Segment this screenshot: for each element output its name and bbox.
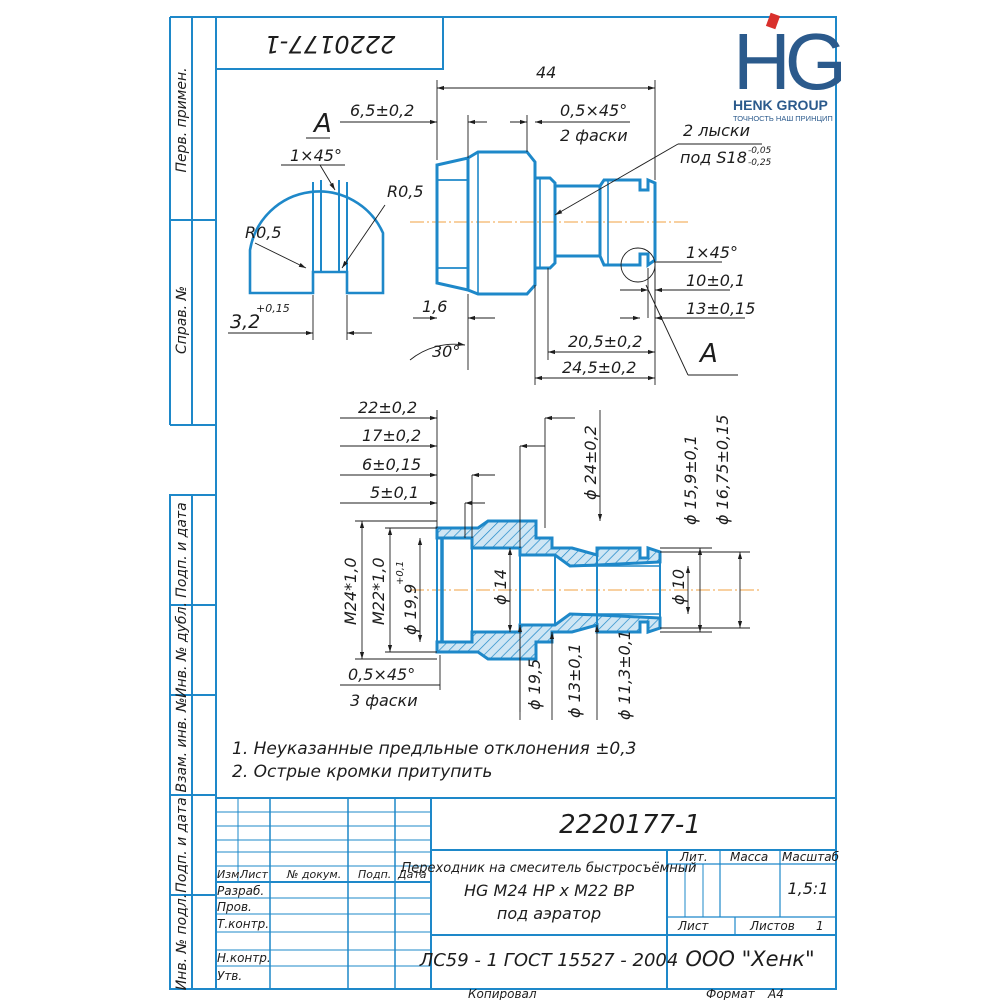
dim-13: 13±0,15 [686, 299, 755, 318]
sec-dim-5: 5±0,1 [370, 483, 419, 502]
side-label-perv-primen: Перв. примен. [174, 67, 190, 172]
dim-angle-30: 30° [432, 342, 460, 361]
dim-24-5: 24,5±0,2 [562, 358, 636, 377]
view-a-label: А [312, 109, 332, 139]
sec-dia-15-9: ϕ 15,9±0,1 [681, 435, 700, 525]
flats-size: под S18 [680, 148, 747, 167]
sec-dia-24: ϕ 24±0,2 [581, 425, 600, 500]
flats-tol-upper: -0,05 [748, 146, 772, 156]
tb-format-value: А4 [767, 987, 784, 1000]
tb-header-docnum: № докум. [286, 868, 341, 881]
dim-hex-len: 6,5±0,2 [350, 101, 414, 120]
tb-scale-label: Масштаб [782, 850, 840, 864]
tb-material: ЛС59 - 1 ГОСТ 15527 - 2004 [419, 950, 679, 971]
tb-header-list: Лист [239, 868, 268, 881]
side-label-inv-dubl: Инв. № дубл. [174, 602, 190, 698]
detail-view-a: А 1×45° R0,5 R0,5 3,2 +0,15 [228, 109, 424, 340]
tb-copied: Копировал [468, 987, 537, 1000]
logo-letters: HG [733, 17, 842, 106]
tb-header-podp: Подп. [358, 868, 391, 881]
tb-sheets-label: Листов [749, 919, 795, 933]
view-a-r-right: R0,5 [387, 182, 424, 201]
sec-chamfer-count: 3 фаски [350, 691, 418, 710]
flats-tol-lower: -0,25 [748, 158, 772, 168]
tb-name-line3: под аэратор [497, 904, 601, 923]
view-a-r-left: R0,5 [245, 223, 282, 242]
section-view: 22±0,2 17±0,2 6±0,15 5±0,1 ϕ 24±0,2 ϕ 15… [340, 398, 760, 720]
top-number-box: 2220177-1 [215, 16, 444, 70]
sec-dia-13: ϕ 13±0,1 [565, 643, 584, 718]
logo-slogan: ТОЧНОСТЬ НАШ ПРИНЦИП [733, 114, 833, 123]
view-a-width: 3,2 [230, 311, 260, 333]
tb-role-nkontr: Н.контр. [217, 951, 271, 965]
side-label-inv-podl: Инв. № подл. [174, 894, 190, 991]
dim-20-5: 20,5±0,2 [568, 332, 642, 351]
dim-chamfer-count: 2 фаски [560, 126, 628, 145]
flats-label: 2 лыски [683, 121, 750, 140]
tb-organization: ООО "Хенк" [685, 947, 814, 971]
dim-chamfer-1x45: 1×45° [686, 243, 738, 262]
sec-dia-10: ϕ 10 [669, 569, 688, 605]
dim-1-6: 1,6 [422, 297, 447, 316]
tb-scale-value: 1,5:1 [787, 879, 828, 898]
sec-m24: M24*1,0 [341, 557, 360, 625]
tb-mass-label: Масса [730, 850, 768, 864]
side-label-podp-data-2: Подп. и дата [174, 797, 190, 892]
view-a-width-tol: +0,15 [256, 302, 290, 315]
sec-dia-19-5: ϕ 19,5 [525, 659, 544, 710]
side-label-vzam-inv: Взам. инв. № [174, 697, 190, 792]
sec-dim-6: 6±0,15 [362, 455, 421, 474]
sec-dim-22: 22±0,2 [358, 398, 417, 417]
side-label-podp-data-1: Подп. и дата [174, 502, 190, 597]
sec-dia-14: ϕ 14 [491, 569, 510, 605]
side-view: 44 6,5±0,2 0,5×45° 2 фаски 2 лыски под S… [340, 63, 772, 385]
tb-sheets-value: 1 [816, 919, 824, 933]
tb-role-utv: Утв. [217, 969, 242, 983]
sec-chamfer: 0,5×45° [348, 665, 415, 684]
tb-drawing-number: 2220177-1 [559, 810, 701, 840]
tb-name-line1: Переходник на смеситель быстросъёмный [402, 861, 697, 876]
tb-name-line2: HG M24 HP x M22 BP [464, 881, 634, 900]
tb-lit-label: Лит. [679, 850, 708, 864]
tb-role-razrab: Разраб. [217, 884, 264, 898]
company-logo: HG HENK GROUP ТОЧНОСТЬ НАШ ПРИНЦИП [733, 12, 848, 123]
drawing-number-rotated: 2220177-1 [265, 30, 396, 58]
tb-header-date: Дата [397, 868, 427, 881]
dim-chamfer: 0,5×45° [560, 101, 627, 120]
logo-company: HENK GROUP [733, 97, 828, 113]
sec-m22: M22*1,0 [369, 557, 388, 625]
side-label-sprav: Справ. № [174, 286, 190, 354]
sec-dia-19-9: ϕ 19,9 [401, 584, 420, 635]
side-labels: Перв. примен. Справ. № Подп. и дата Инв.… [174, 67, 190, 990]
sec-dim-17: 17±0,2 [362, 426, 421, 445]
technical-notes: 1. Неуказанные предльные отклонения ±0,3… [232, 739, 636, 782]
tb-sheet-label: Лист [677, 919, 709, 933]
view-a-reference: А [698, 339, 718, 369]
tb-header-izm: Изм. [217, 868, 243, 881]
view-a-chamfer: 1×45° [290, 146, 342, 165]
tb-role-prov: Пров. [217, 900, 252, 914]
sec-dia-11-3: ϕ 11,3±0,1 [615, 630, 634, 720]
dim-10: 10±0,1 [686, 271, 745, 290]
sec-dia-16-75: ϕ 16,75±0,15 [713, 415, 732, 525]
tb-role-tkontr: Т.контр. [217, 917, 269, 931]
title-block: Изм. Лист № докум. Подп. Дата Разраб. Пр… [215, 797, 840, 1000]
note-1: 1. Неуказанные предльные отклонения ±0,3 [232, 739, 636, 759]
note-2: 2. Острые кромки притупить [232, 762, 492, 782]
sec-dia-19-9-tol: +0,1 [395, 561, 406, 585]
dim-overall: 44 [536, 63, 556, 82]
tb-format-label: Формат [706, 987, 756, 1000]
